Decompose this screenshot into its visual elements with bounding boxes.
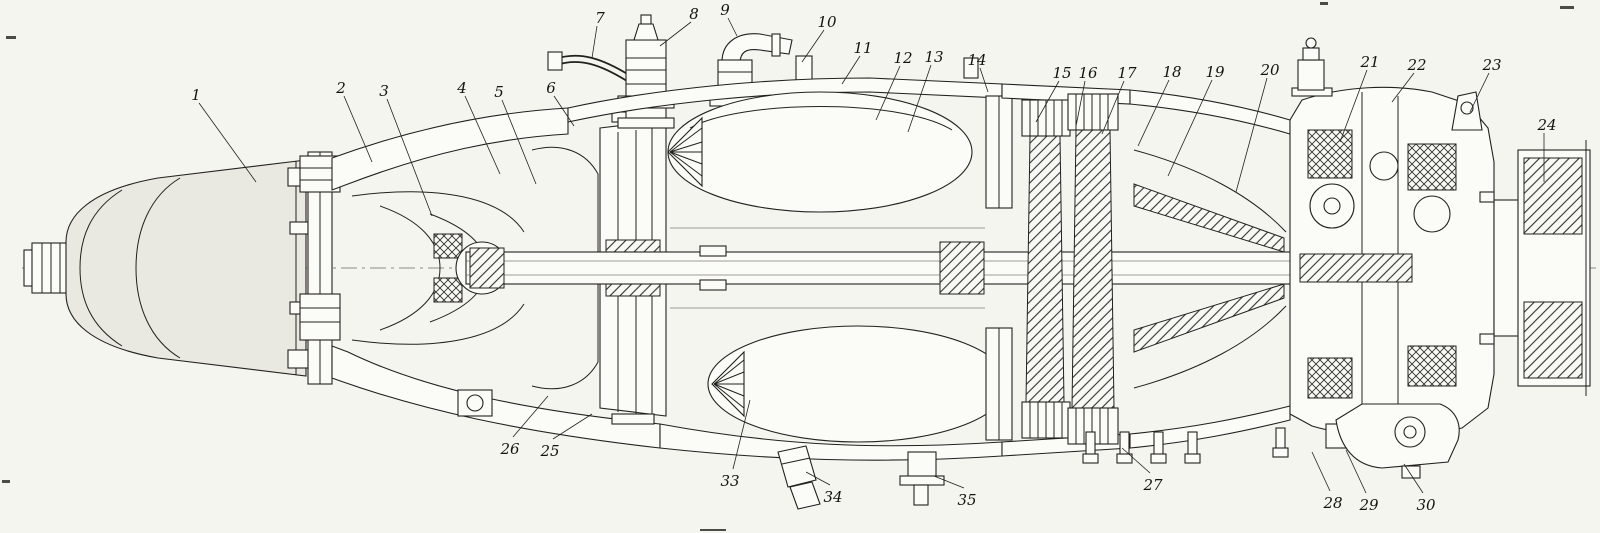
rear-mount-bracket (1451, 91, 1483, 131)
callout-28: 28 (1311, 451, 1343, 512)
callout-1: 1 (191, 86, 257, 183)
callout-19: 19 (1167, 63, 1225, 177)
svg-text:3: 3 (379, 82, 389, 100)
svg-text:26: 26 (499, 440, 520, 458)
svg-text:22: 22 (1406, 56, 1426, 74)
callout-22: 22 (1391, 56, 1427, 103)
callout-24: 24 (1536, 116, 1557, 182)
fuel-nozzle-assembly (547, 14, 675, 129)
callout-6: 6 (546, 79, 575, 127)
svg-text:5: 5 (494, 83, 504, 101)
svg-text:17: 17 (1117, 64, 1137, 82)
rear-gearbox (1289, 86, 1495, 437)
svg-text:20: 20 (1259, 61, 1280, 79)
svg-text:10: 10 (817, 13, 837, 31)
callout-18: 18 (1137, 63, 1182, 147)
svg-text:14: 14 (967, 51, 986, 69)
svg-text:30: 30 (1416, 496, 1436, 514)
svg-text:12: 12 (893, 49, 912, 67)
svg-text:34: 34 (823, 488, 842, 506)
svg-text:19: 19 (1205, 63, 1225, 81)
callout-15: 15 (1035, 64, 1072, 123)
svg-text:9: 9 (720, 1, 730, 19)
svg-text:21: 21 (1359, 53, 1379, 71)
callout-26: 26 (499, 395, 549, 458)
callout-9: 9 (720, 1, 738, 37)
propeller-shaft-stub (23, 242, 71, 294)
output-flange (1479, 140, 1591, 396)
svg-text:27: 27 (1142, 476, 1163, 494)
svg-text:7: 7 (595, 9, 605, 27)
svg-text:28: 28 (1322, 494, 1342, 512)
callout-7: 7 (591, 9, 605, 59)
svg-text:11: 11 (853, 39, 872, 57)
svg-text:6: 6 (546, 79, 556, 97)
callout-13: 13 (907, 48, 944, 133)
breather-fitting (1291, 37, 1333, 97)
svg-text:23: 23 (1481, 56, 1501, 74)
svg-text:13: 13 (924, 48, 943, 66)
callout-17: 17 (1101, 64, 1137, 135)
bottom-drain-fittings (777, 403, 1460, 510)
callout-3: 3 (379, 82, 433, 217)
callout-2: 2 (335, 79, 373, 163)
exhaust-cone (1129, 89, 1291, 449)
svg-text:24: 24 (1536, 116, 1556, 134)
callout-35: 35 (933, 475, 977, 509)
svg-text:29: 29 (1358, 496, 1379, 514)
callout-27: 27 (1121, 447, 1163, 494)
callout-20: 20 (1235, 61, 1280, 193)
callout-12: 12 (875, 49, 913, 121)
callout-5: 5 (494, 83, 537, 185)
callout-29: 29 (1345, 449, 1379, 514)
engine-mount-pad (457, 389, 493, 417)
turbine-section (985, 83, 1131, 457)
combustion-chamber-lower (707, 325, 1009, 443)
svg-text:4: 4 (456, 79, 467, 97)
svg-text:25: 25 (539, 442, 559, 460)
callout-4: 4 (456, 79, 501, 175)
callout-30: 30 (1403, 463, 1436, 514)
svg-text:8: 8 (689, 5, 699, 23)
callout-8: 8 (659, 5, 699, 47)
callout-11: 11 (841, 39, 873, 85)
svg-text:15: 15 (1052, 64, 1071, 82)
svg-text:2: 2 (335, 79, 346, 97)
callout-16: 16 (1075, 64, 1098, 127)
nose-housing (65, 159, 311, 377)
callout-21: 21 (1339, 53, 1380, 143)
callout-33: 33 (720, 399, 751, 490)
callout-25: 25 (539, 413, 593, 460)
combustion-chamber-upper (667, 91, 973, 213)
callout-23: 23 (1469, 56, 1502, 113)
scan-specks (2, 2, 1574, 531)
svg-text:35: 35 (957, 491, 976, 509)
callout-10: 10 (801, 13, 837, 63)
front-flange (299, 151, 341, 385)
svg-text:33: 33 (720, 472, 739, 490)
svg-text:16: 16 (1078, 64, 1098, 82)
callout-14: 14 (967, 51, 989, 93)
svg-text:1: 1 (191, 86, 201, 104)
callout-34: 34 (805, 471, 843, 506)
svg-text:18: 18 (1162, 63, 1181, 81)
